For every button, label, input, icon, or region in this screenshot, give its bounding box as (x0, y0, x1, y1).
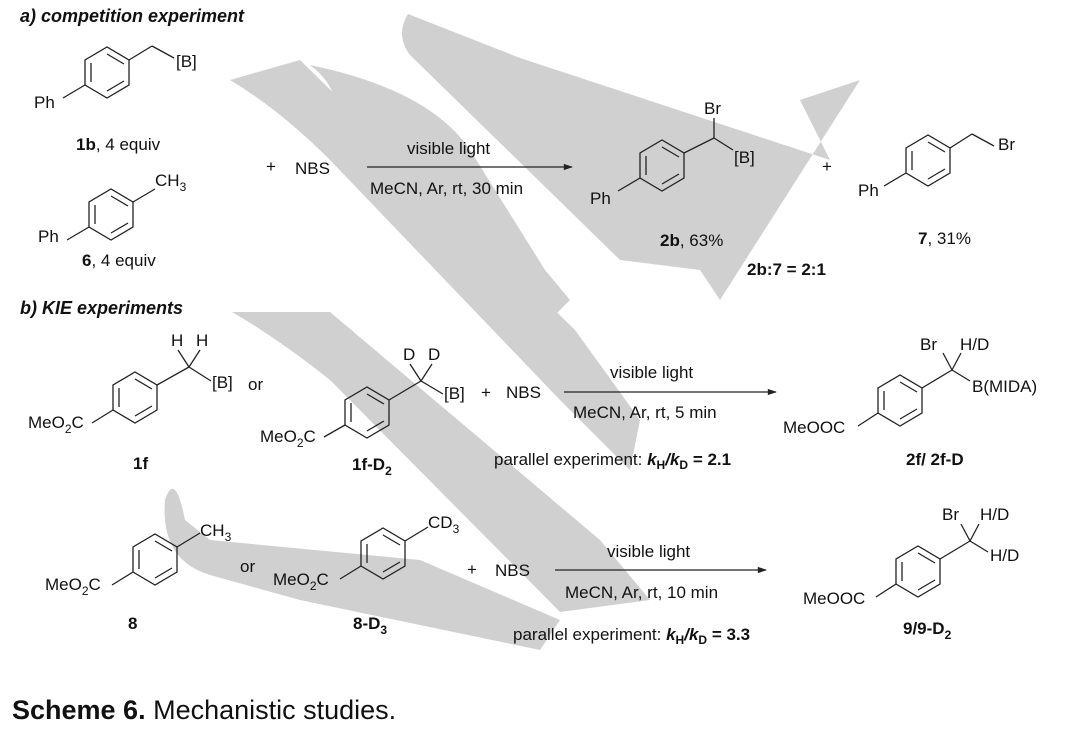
methyl-group: CH3 (200, 521, 232, 544)
group-b: [B] (176, 52, 197, 71)
structure-8-d3: CD3 MeO2C (273, 513, 460, 593)
methyl-group: CH3 (155, 171, 187, 194)
group-b: [B] (734, 148, 755, 167)
conditions-bottom: MeCN, Ar, rt, 5 min (573, 403, 717, 422)
label-h-d-1: H/D (980, 505, 1009, 524)
hydrogen-h2: H (196, 331, 208, 350)
plus-sign: + (481, 383, 491, 402)
ester-group: MeOOC (803, 589, 865, 608)
deuterium-d2: D (428, 345, 440, 364)
structure-2b: Br [B] Ph (590, 99, 755, 208)
ester-group: MeO2C (28, 413, 84, 436)
methyl-d3-group: CD3 (428, 513, 460, 536)
plus-sign: + (467, 560, 477, 579)
aryl-ph: Ph (590, 189, 611, 208)
structure-1f-d2: D D [B] MeO2C (260, 345, 465, 450)
ester-group: MeO2C (260, 427, 316, 450)
watermark (164, 14, 860, 650)
compound-label-7: 7, 31% (918, 229, 971, 248)
halogen-br: Br (920, 335, 937, 354)
label-h-d: H/D (960, 335, 989, 354)
or-text: or (248, 375, 263, 394)
compound-label-1b: 1b, 4 equiv (76, 135, 161, 154)
structure-8: CH3 MeO2C (45, 521, 232, 598)
compound-label-2f: 2f/ 2f-D (906, 450, 964, 469)
group-b: [B] (444, 384, 465, 403)
compound-label-6: 6, 4 equiv (82, 251, 156, 270)
compound-label-1f: 1f (133, 454, 148, 473)
hydrogen-h1: H (171, 331, 183, 350)
plus-sign: + (822, 157, 832, 176)
halogen-br: Br (704, 99, 721, 118)
group-b: [B] (212, 373, 233, 392)
deuterium-d1: D (403, 345, 415, 364)
compound-label-1f-d2: 1f-D2 (352, 455, 392, 478)
or-text: or (240, 557, 255, 576)
structure-1b: [B] Ph (34, 45, 197, 112)
conditions-top: visible light (610, 363, 693, 382)
ester-group: MeO2C (273, 570, 329, 593)
reagent-nbs: NBS (506, 383, 541, 402)
label-h-d-2: H/D (990, 546, 1019, 565)
caption-text: Mechanistic studies. (145, 695, 397, 725)
section-a-header: a) competition experiment (20, 6, 245, 26)
kie-result-1: parallel experiment: kH/kD = 2.1 (494, 450, 731, 472)
kie-result-2: parallel experiment: kH/kD = 3.3 (513, 625, 750, 647)
group-bmida: B(MIDA) (972, 377, 1037, 396)
structure-6: CH3 Ph (38, 171, 187, 246)
reagent-nbs: NBS (295, 159, 330, 178)
structure-7: Br Ph (858, 133, 1015, 200)
product-ratio: 2b:7 = 2:1 (747, 260, 826, 279)
aryl-ph: Ph (38, 227, 59, 246)
reagent-nbs: NBS (495, 561, 530, 580)
ester-group: MeO2C (45, 575, 101, 598)
compound-label-8-d3: 8-D3 (353, 614, 387, 637)
figure-caption: Scheme 6. Mechanistic studies. (12, 695, 396, 726)
conditions-top: visible light (607, 542, 690, 561)
caption-label: Scheme 6. (12, 695, 146, 725)
halogen-br: Br (942, 505, 959, 524)
compound-label-8: 8 (128, 614, 137, 633)
conditions-bottom: MeCN, Ar, rt, 10 min (565, 583, 718, 602)
aryl-ph: Ph (34, 93, 55, 112)
conditions-bottom: MeCN, Ar, rt, 30 min (370, 179, 523, 198)
compound-label-9: 9/9-D2 (903, 619, 952, 642)
structure-2f: Br H/D B(MIDA) MeOOC (783, 335, 1037, 437)
compound-label-2b: 2b, 63% (660, 231, 723, 250)
conditions-top: visible light (407, 139, 490, 158)
structure-1f: H H [B] MeO2C (28, 331, 233, 436)
halogen-br: Br (998, 135, 1015, 154)
section-b-header: b) KIE experiments (20, 298, 183, 318)
ester-group: MeOOC (783, 418, 845, 437)
structure-9: Br H/D H/D MeOOC (803, 505, 1019, 608)
plus-sign: + (266, 157, 276, 176)
aryl-ph: Ph (858, 181, 879, 200)
